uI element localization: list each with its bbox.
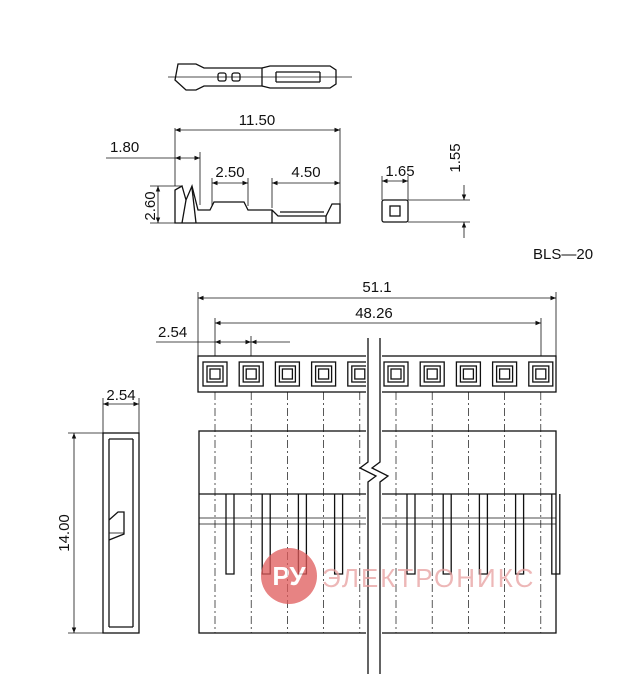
brand-name-text: ЭЛЕКТРОНИКС [322,563,535,593]
cavity [455,361,482,387]
dim-terminal-rear [271,178,340,208]
brand-watermark: РУ ЭЛЕКТРОНИКС [261,548,535,604]
housing-cavities [202,361,554,387]
dim-pin-span-label: 48.26 [355,305,393,322]
terminal-cross-section [381,199,409,223]
contact-slot [478,494,489,575]
dim-terminal-height-label: 2.60 [142,191,159,220]
dim-section-height [408,185,470,238]
dim-terminal-rear-label: 4.50 [291,164,320,181]
brand-logo-text: РУ [272,561,306,591]
housing-side-view [102,432,140,634]
cavity [419,361,445,387]
contact-slot [551,494,561,575]
dim-section-width [381,176,409,200]
dim-section-height-label: 1.55 [447,143,464,172]
cavity [310,361,337,387]
break-symbol [358,338,390,674]
cavity [528,361,554,387]
dim-housing-length-label: 51.1 [362,279,391,296]
dim-terminal-front [106,152,201,205]
dim-section-width-label: 1.65 [385,163,414,180]
cavity [491,361,518,387]
dim-side-width [102,398,140,433]
contact-slot [514,494,525,575]
terminal-top-view [168,63,352,91]
dim-terminal-length-label: 11.50 [239,112,275,129]
contact-slot [225,494,235,575]
dim-terminal-mid-label: 2.50 [215,164,244,181]
dim-housing-length [197,292,557,356]
dim-pin-span [214,318,542,356]
dim-terminal-height [150,185,182,224]
cavity [274,361,301,387]
dim-terminal-front-label: 1.80 [110,139,139,156]
contact-slot [442,494,452,575]
dim-side-width-label: 2.54 [106,387,135,404]
cavity [202,361,228,387]
dim-pitch-label: 2.54 [158,324,187,341]
contact-slot [333,494,344,575]
housing-top-view [197,355,557,393]
dim-terminal-mid [211,178,249,206]
cavity [383,361,409,387]
dim-pitch [156,336,290,356]
terminal-side-view [174,183,341,224]
contact-slot [406,494,416,575]
dim-side-height-label: 14.00 [56,514,73,552]
dim-side-height [68,432,103,634]
cavity [238,361,264,387]
brand-logo-icon [261,548,317,604]
part-label: BLS—20 [533,246,593,263]
